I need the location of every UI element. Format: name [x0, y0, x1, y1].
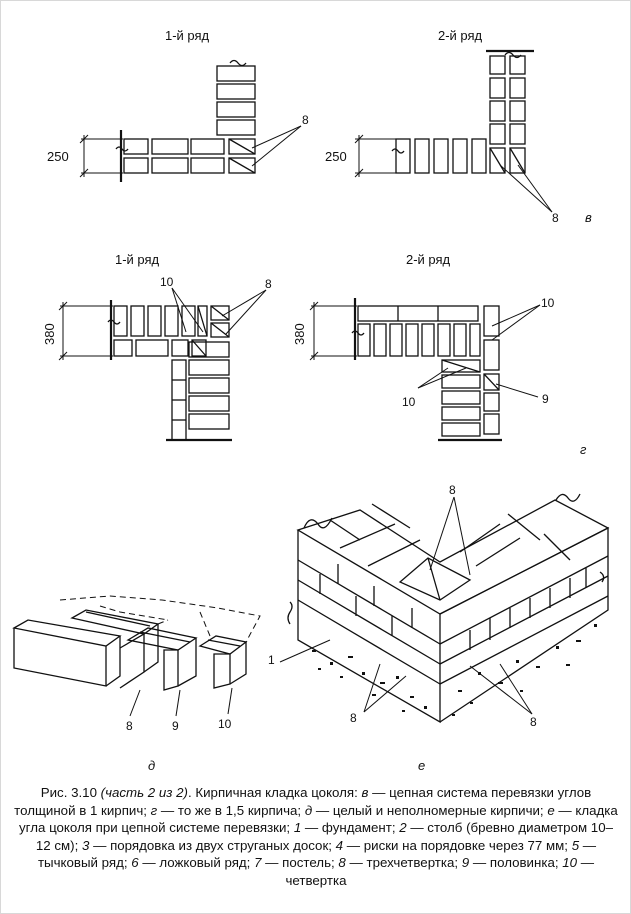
panel-d-label-10: 10: [218, 717, 232, 731]
caption-key: в: [361, 785, 369, 800]
caption-part: (часть 2 из 2): [100, 785, 188, 800]
caption-key: 2: [399, 820, 407, 835]
caption-key: 8: [338, 855, 346, 870]
caption-key: 10: [562, 855, 578, 870]
caption-key: 5: [571, 837, 580, 853]
caption-key: 4: [335, 837, 344, 853]
panel-v-row2-plan: [354, 49, 553, 213]
caption-text: — риски на порядовке через 77 мм;: [343, 837, 572, 853]
caption-text: — то же в 1,5 кирпича;: [157, 802, 305, 818]
panel-v-dim-right: 250: [325, 149, 347, 164]
panel-e-label-8-top: 8: [449, 483, 456, 497]
panel-e-label-1: 1: [268, 653, 275, 667]
panel-g-callout-10a-right: 10: [541, 296, 555, 310]
panel-g-letter: г: [580, 442, 587, 457]
caption-text: — половинка;: [469, 855, 563, 870]
panel-g-callout-8-left: 8: [265, 277, 272, 291]
caption-text: — ложковый ряд;: [138, 855, 255, 870]
caption-lead: Рис. 3.10: [40, 785, 101, 800]
caption-key: 9: [461, 855, 470, 870]
panel-e-label-8-left: 8: [350, 711, 357, 725]
panel-g-callout-10b-right: 10: [402, 395, 416, 409]
caption-key: 7: [254, 855, 262, 870]
caption-key: г: [150, 802, 158, 818]
panel-v-dim-left: 250: [47, 149, 69, 164]
caption-text: — столб (бревно диаметром 10–12 см);: [35, 820, 613, 853]
caption-text: — целый и неполномерные кирпичи;: [312, 802, 548, 818]
panel-g-row1-title: 1-й ряд: [115, 252, 160, 267]
panel-v-row1-title: 1-й ряд: [165, 28, 210, 43]
caption-text: — цепная система перевязки углов толщино…: [14, 785, 592, 818]
panel-v-callout-8-left: 8: [302, 113, 309, 127]
panel-g-dim-right: 380: [292, 323, 307, 345]
caption-text: . Кирпичная кладка цоколя:: [187, 785, 362, 800]
panel-d-bricks: [12, 595, 261, 717]
panel-g-callout-9-right: 9: [542, 392, 549, 406]
caption-text: — фундамент;: [301, 820, 400, 835]
caption-text: — тычковый ряд;: [37, 837, 597, 871]
caption-key: 3: [81, 837, 90, 853]
panel-g-callout-10-left: 10: [160, 275, 174, 289]
caption-key: 6: [131, 855, 139, 870]
panel-e-letter: е: [418, 758, 425, 773]
panel-d-letter: д: [148, 758, 155, 773]
caption-text: — кладка угла цоколя при цепной системе …: [19, 802, 618, 836]
panel-e-corner-masonry: [279, 493, 610, 724]
panel-v-letter: в: [585, 210, 592, 225]
panel-e-label-8-right: 8: [530, 715, 537, 729]
caption-key: е: [547, 802, 555, 818]
caption-key: 1: [293, 820, 302, 835]
panel-d-label-8: 8: [126, 719, 133, 733]
caption-key: д: [304, 802, 313, 818]
panel-d-label-9: 9: [172, 719, 179, 733]
panel-g-dim-left: 380: [42, 323, 57, 345]
figure-caption: Рис. 3.10 (часть 2 из 2). Кирпичная клад…: [14, 784, 618, 889]
caption-text: — постель;: [261, 855, 339, 870]
panel-g-row1-plan: [58, 287, 267, 442]
caption-text: — порядовка из двух струганых досок;: [89, 837, 336, 853]
panel-g-row2-plan: [309, 298, 541, 442]
caption-text: — трехчетвертка;: [345, 855, 462, 870]
panel-g-row2-title: 2-й ряд: [406, 252, 451, 267]
foundation-texture: [312, 624, 597, 716]
panel-v-row2-title: 2-й ряд: [438, 28, 483, 43]
panel-v-callout-8-right: 8: [552, 211, 559, 225]
panel-v-row1-plan: [79, 59, 302, 182]
caption-text: — четвертка: [285, 855, 595, 888]
